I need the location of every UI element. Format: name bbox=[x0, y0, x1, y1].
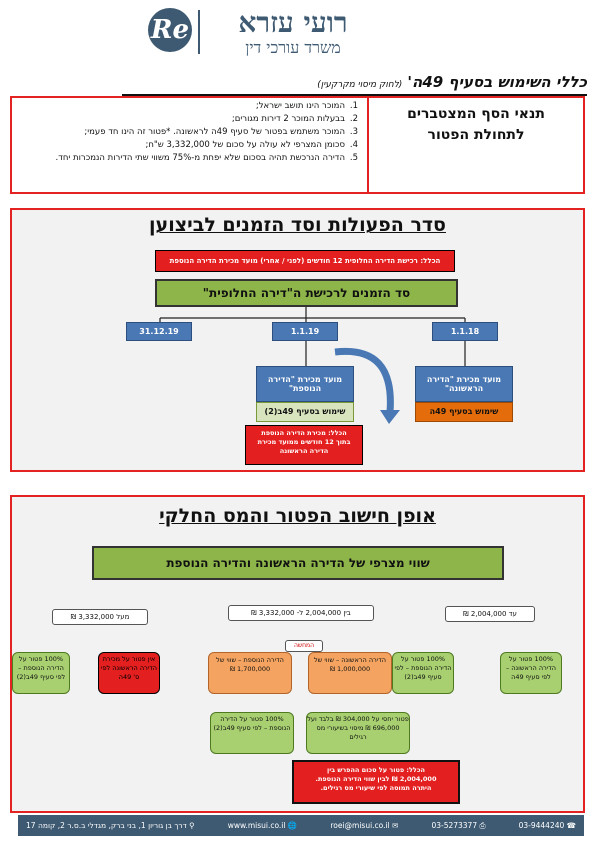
mid-second-value-box: הדירה הנוספת – שווי של 1,700,000 ₪ bbox=[208, 652, 292, 694]
logo-divider bbox=[198, 10, 200, 54]
sale-window-rule-line2: בתוך 12 חודשים ממועד מכירת bbox=[257, 438, 351, 446]
condition-item: 4. סכומן המצרפי לא עולה על סכום של 3,332,… bbox=[18, 139, 358, 152]
partial-rule-line1: הכלל: פטור על סכום ההפרש בין bbox=[326, 766, 426, 774]
second-sale-use: שימוש בסעיף 49ב(2) bbox=[256, 402, 354, 422]
first-sale-use: שימוש בסעיף 49ה bbox=[415, 402, 513, 422]
footer-email[interactable]: ✉ roei@misui.co.il bbox=[330, 821, 399, 830]
first-sale-box: מועד מכירת "הדירה הראשונה" bbox=[415, 366, 513, 402]
conditions-heading: תנאי הסף המצטברים לתחולת הפטור bbox=[372, 104, 580, 146]
page-title: כללי השימוש בסעיף 49ה' (לחוק מיסוי מקרקע… bbox=[122, 72, 587, 96]
date-box-mid: 1.1.19 bbox=[272, 322, 338, 341]
date-box-start: 1.1.18 bbox=[432, 322, 498, 341]
firm-name: רועי עזרא bbox=[238, 6, 348, 39]
contact-footer: ☎ 03-9444240 ⎙ 03-5273377 ✉ roei@misui.c… bbox=[18, 815, 584, 836]
range-over: מעל 3,332,000 ₪ bbox=[52, 609, 148, 625]
mid-exempt-second-box: 100% פטור על הדירה הנוספת – לפי סעיף 49ב… bbox=[210, 712, 294, 754]
calculation-title: אופן חישוב הפטור והמס החלקי bbox=[159, 505, 436, 527]
footer-web[interactable]: 🌐 www.misui.co.il bbox=[227, 821, 298, 830]
over-exempt-second-box: 100% פטור על הדירה הנוספת – לפי סעיף 49ב… bbox=[12, 652, 70, 694]
partial-exempt-rule-box: הכלל: פטור על סכום ההפרש בין 2,004,000 ₪… bbox=[292, 760, 460, 804]
sale-window-rule-line1: הכלל: מכירת הדירה הנוספת bbox=[261, 429, 347, 437]
sale-window-rule-line3: הדירה הראשונה bbox=[279, 447, 329, 455]
mid-first-value-box: הדירה הראשונה – שווי של 1,000,000 ₪ bbox=[308, 652, 392, 694]
footer-email-text: roei@misui.co.il bbox=[330, 821, 390, 830]
replacement-timeline-bar: סד הזמנים לרכישת ה"דירה החלופית" bbox=[155, 279, 458, 307]
condition-number: 3. bbox=[349, 127, 358, 137]
footer-address-text: דרך בן גוריון 1, בני ברק, מגדלי ב.ס.ר 2,… bbox=[26, 821, 187, 830]
timeline-title: סדר הפעולות וסד הזמנים לביצוען bbox=[149, 214, 446, 236]
conditions-list: 1. המוכר הינו תושב ישראל; 2. בבעלות המוכר … bbox=[18, 100, 359, 165]
condition-number: 5. bbox=[349, 153, 358, 163]
footer-fax[interactable]: ⎙ 03-5273377 bbox=[431, 820, 486, 830]
condition-text: המוכר הינו תושב ישראל; bbox=[255, 101, 345, 111]
partial-rule-line2: 2,004,000 ₪ לבין שווי הדירה הנוספת. bbox=[315, 775, 437, 783]
condition-item: 2. בבעלות המוכר 2 דירות מגורים; bbox=[18, 113, 358, 126]
footer-fax-text: 03-5273377 bbox=[431, 820, 478, 830]
range-under: עד 2,004,000 ₪ bbox=[445, 606, 535, 622]
condition-text: הדירה הנרכשת תהיה בסכום שלא יפחת מ-75% מ… bbox=[55, 153, 346, 163]
condition-text: המוכר משתמש בפטור של סעיף 49ה לראשונה. *… bbox=[84, 127, 345, 137]
sale-window-rule-box: הכלל: מכירת הדירה הנוספת בתוך 12 חודשים … bbox=[245, 425, 363, 465]
second-sale-box: מועד מכירת "הדירה הנוספת" bbox=[256, 366, 354, 402]
conditions-heading-line2: לתחולת הפטור bbox=[427, 127, 525, 143]
condition-number: 2. bbox=[349, 114, 358, 124]
title-sub: (לחוק מיסוי מקרקעין) bbox=[317, 80, 403, 90]
condition-text: בבעלות המוכר 2 דירות מגורים; bbox=[231, 114, 345, 124]
firm-subtitle: משרד עורכי דין bbox=[245, 38, 341, 57]
timing-rule-box: הכלל: רכישת הדירה החלופית 12 חודשים (לפנ… bbox=[155, 250, 455, 272]
condition-item: 3. המוכר משתמש בפטור של סעיף 49ה לראשונה.… bbox=[18, 126, 358, 139]
conditions-section bbox=[10, 96, 585, 194]
condition-number: 4. bbox=[349, 140, 358, 150]
footer-address: ⚲ דרך בן גוריון 1, בני ברק, מגדלי ב.ס.ר … bbox=[26, 821, 195, 830]
footer-phone[interactable]: ☎ 03-9444240 bbox=[518, 821, 576, 830]
conditions-heading-line1: תנאי הסף המצטברים bbox=[407, 106, 545, 122]
mid-partial-exempt-box: פטור יחסי על 304,000 ₪ בלבד ועל 696,000 … bbox=[306, 712, 410, 754]
partial-rule-line3: היתרה תמוסה לפי שיעורי מס רגילים. bbox=[320, 784, 432, 792]
over-no-exempt-box: אין פטור על מכירת הדירה הראשונה לפי ס' 4… bbox=[98, 652, 160, 694]
conditions-divider bbox=[367, 96, 369, 194]
aggregate-value-bar: שווי מצרפי של הדירה הראשונה והדירה הנוספ… bbox=[92, 546, 504, 580]
footer-web-text: www.misui.co.il bbox=[227, 821, 286, 830]
condition-number: 1. bbox=[349, 101, 358, 111]
condition-text: סכומן המצרפי לא עולה על סכום של 3,332,00… bbox=[145, 140, 345, 150]
condition-item: 1. המוכר הינו תושב ישראל; bbox=[18, 100, 358, 113]
under-exempt-first-box: 100% פטור על הדירה הראשונה – לפי סעיף 49… bbox=[500, 652, 562, 694]
under-exempt-second-box: 100% פטור על הדירה הנוספת – לפי סעיף 49ב… bbox=[392, 652, 454, 694]
range-between: בין 2,004,000 ל- 3,332,000 ₪ bbox=[228, 605, 374, 621]
logo-emblem: Re bbox=[148, 8, 192, 52]
title-main: כללי השימוש בסעיף 49ה' bbox=[407, 73, 587, 91]
footer-phone-text: 03-9444240 bbox=[518, 821, 565, 830]
condition-item: 5.הדירה הנרכשת תהיה בסכום שלא יפחת מ-75%… bbox=[18, 152, 359, 165]
date-box-end: 31.12.19 bbox=[126, 322, 192, 341]
illustration-label: המחשה bbox=[285, 640, 323, 652]
